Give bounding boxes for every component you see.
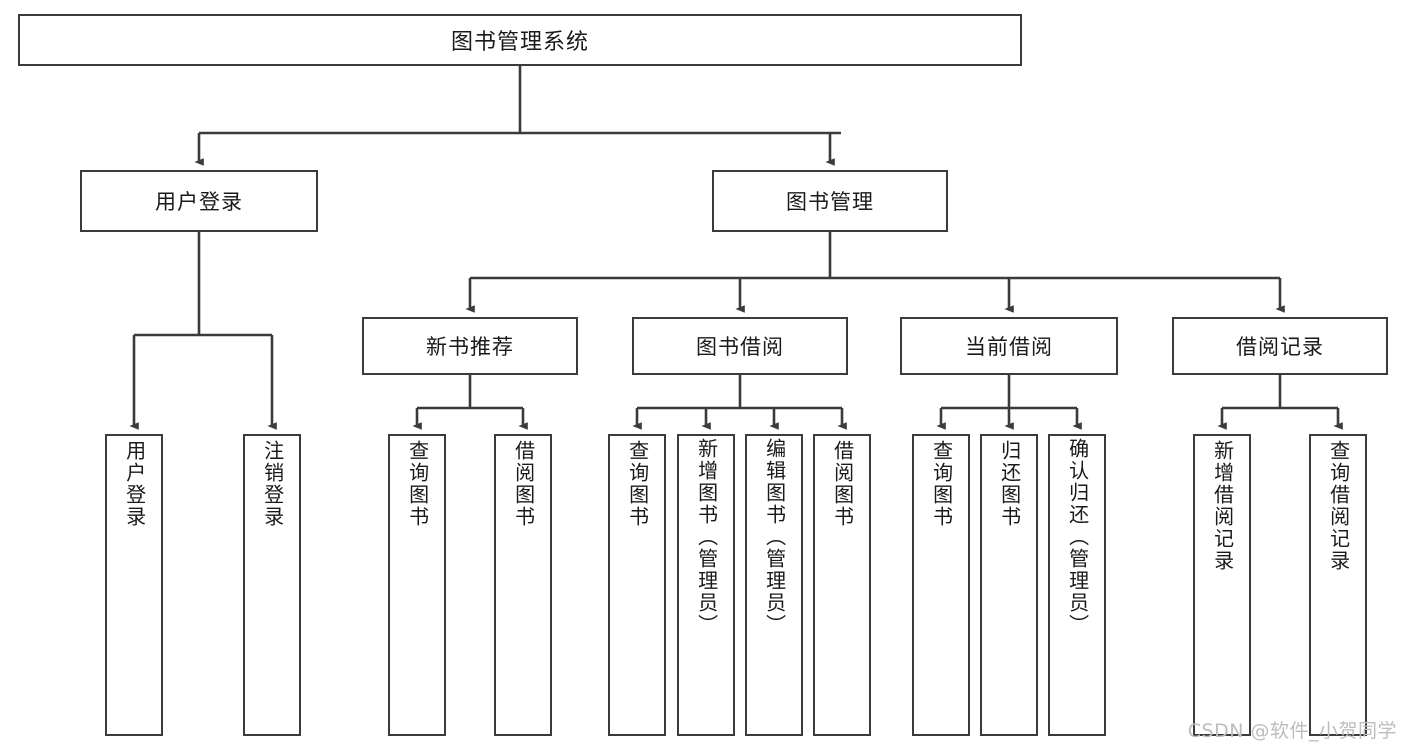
node-label: 归还图书 bbox=[997, 440, 1022, 528]
node-label: 借阅记录 bbox=[1236, 335, 1324, 359]
leaf-current-query-book[interactable]: 查询图书 bbox=[912, 434, 970, 736]
leaf-user-login[interactable]: 用户登录 bbox=[105, 434, 163, 736]
node-label: 图书管理系统 bbox=[450, 30, 589, 55]
node-label: 新增借阅记录 bbox=[1210, 440, 1235, 572]
node-label: 图书管理 bbox=[786, 190, 874, 214]
leaf-user-logout[interactable]: 注销登录 bbox=[243, 434, 301, 736]
node-label: 查询图书 bbox=[405, 440, 430, 528]
node-book-borrow[interactable]: 图书借阅 bbox=[632, 317, 848, 375]
leaf-newbook-borrow-book[interactable]: 借阅图书 bbox=[494, 434, 552, 736]
leaf-record-query-record[interactable]: 查询借阅记录 bbox=[1309, 434, 1367, 736]
node-label: 图书借阅 bbox=[696, 335, 784, 359]
node-label: 当前借阅 bbox=[965, 335, 1053, 359]
node-label: 查询图书 bbox=[929, 440, 954, 528]
csdn-watermark: CSDN @软件_小贺同学 bbox=[1187, 720, 1397, 742]
node-label: 注销登录 bbox=[260, 440, 285, 528]
node-root-system[interactable]: 图书管理系统 bbox=[18, 14, 1022, 66]
node-label: 用户登录 bbox=[155, 190, 243, 214]
node-label: 编辑图书（管理员） bbox=[762, 438, 787, 636]
node-label: 新书推荐 bbox=[426, 335, 514, 359]
node-new-book-recommend[interactable]: 新书推荐 bbox=[362, 317, 578, 375]
node-label: 新增图书（管理员） bbox=[694, 438, 719, 636]
node-label: 借阅图书 bbox=[830, 440, 855, 528]
leaf-newbook-query-book[interactable]: 查询图书 bbox=[388, 434, 446, 736]
leaf-record-add-record[interactable]: 新增借阅记录 bbox=[1193, 434, 1251, 736]
leaf-current-confirm-return-admin[interactable]: 确认归还（管理员） bbox=[1048, 434, 1106, 736]
node-label: 查询图书 bbox=[625, 440, 650, 528]
node-label: 用户登录 bbox=[122, 440, 147, 528]
node-label: 查询借阅记录 bbox=[1326, 440, 1351, 572]
leaf-borrow-borrow-book[interactable]: 借阅图书 bbox=[813, 434, 871, 736]
node-label: 借阅图书 bbox=[511, 440, 536, 528]
node-label: 确认归还（管理员） bbox=[1065, 438, 1090, 636]
leaf-borrow-edit-book-admin[interactable]: 编辑图书（管理员） bbox=[745, 434, 803, 736]
node-book-management[interactable]: 图书管理 bbox=[712, 170, 948, 232]
leaf-borrow-add-book-admin[interactable]: 新增图书（管理员） bbox=[677, 434, 735, 736]
node-borrow-record[interactable]: 借阅记录 bbox=[1172, 317, 1388, 375]
leaf-current-return-book[interactable]: 归还图书 bbox=[980, 434, 1038, 736]
node-current-borrow[interactable]: 当前借阅 bbox=[900, 317, 1118, 375]
node-user-login[interactable]: 用户登录 bbox=[80, 170, 318, 232]
leaf-borrow-query-book[interactable]: 查询图书 bbox=[608, 434, 666, 736]
